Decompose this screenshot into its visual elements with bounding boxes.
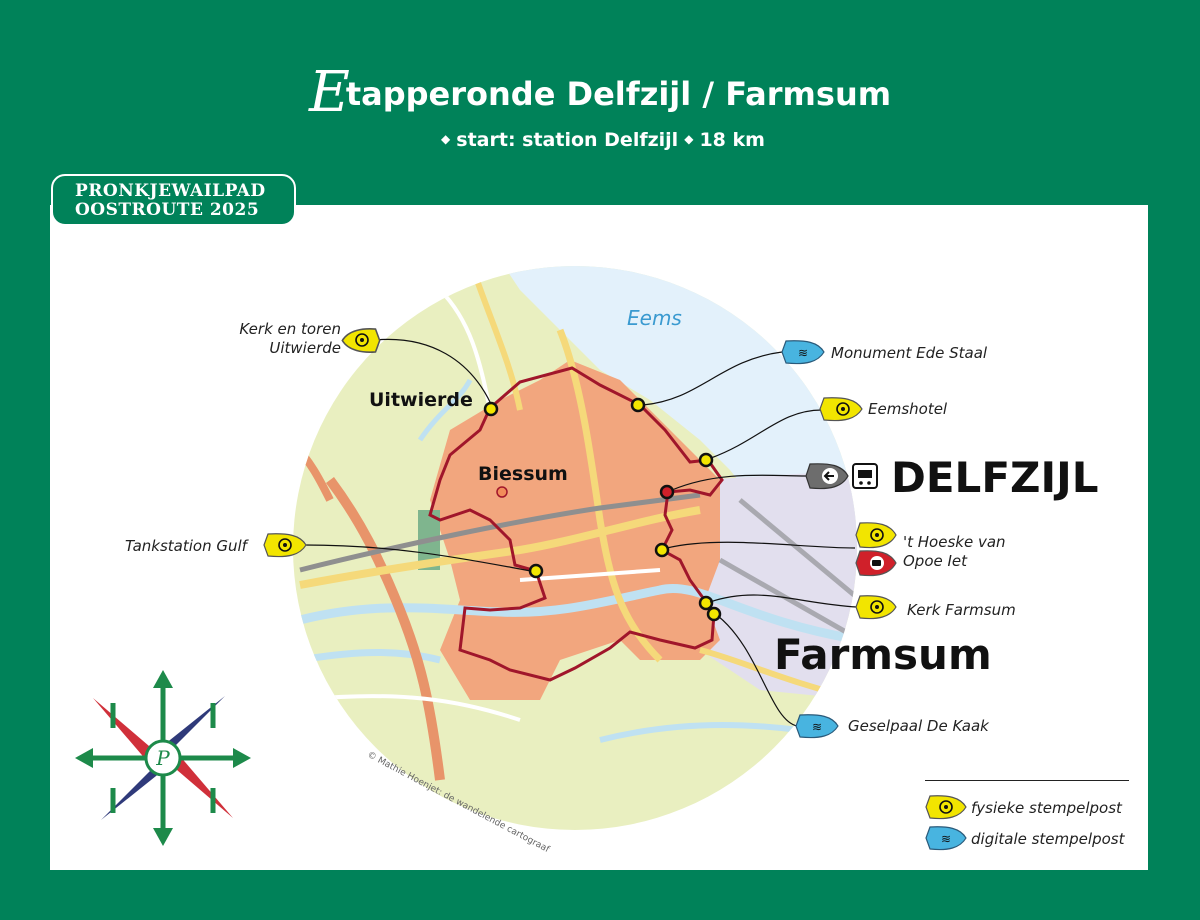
road bbox=[556, 328, 663, 663]
diamond-icon: ◆ bbox=[441, 132, 451, 146]
stamp-dot bbox=[706, 606, 722, 622]
poi-label-eemshotel: Eemshotel bbox=[868, 400, 948, 418]
stamp-dot bbox=[483, 401, 499, 417]
poi-label-geselpaal: Geselpaal De Kaak bbox=[848, 717, 989, 735]
poi-label-kerk-uitwierde: Kerk en toren Uitwierde bbox=[239, 320, 341, 357]
wifi-icon: ≋ bbox=[941, 832, 951, 846]
poi-pin-eemshotel[interactable] bbox=[819, 397, 863, 422]
stamp-dot bbox=[654, 542, 670, 558]
road bbox=[299, 506, 701, 589]
minor-road bbox=[519, 568, 661, 582]
legend-pin-digitaal: ≋ bbox=[925, 826, 967, 851]
harbour-track bbox=[738, 498, 857, 602]
poi-label-hoeske: 't Hoeske van Opoe Iet bbox=[903, 533, 1006, 570]
poi-pin-kerk-uitwierde[interactable] bbox=[341, 328, 381, 353]
eye-icon bbox=[355, 333, 369, 347]
canal bbox=[299, 649, 441, 664]
water-label: Eems bbox=[627, 306, 682, 330]
title-text: tapperonde Delfzijl / Farmsum bbox=[345, 75, 892, 113]
start-dot bbox=[659, 484, 675, 500]
panel-notch bbox=[50, 226, 90, 256]
banner-line1: PRONKJEWAILPAD bbox=[75, 181, 266, 201]
stamp-dot bbox=[698, 595, 714, 611]
banner-line2: OOSTROUTE 2025 bbox=[75, 200, 260, 220]
main-road bbox=[325, 477, 445, 781]
title-initial: E bbox=[308, 60, 350, 125]
poi-pin-tankstation[interactable] bbox=[263, 533, 307, 558]
route-banner: PRONKJEWAILPAD OOSTROUTE 2025 bbox=[51, 174, 296, 226]
poi-pin-hoeske[interactable] bbox=[855, 522, 897, 577]
wifi-icon: ≋ bbox=[798, 346, 808, 360]
leader-lines bbox=[304, 338, 858, 727]
town-farmsum: Farmsum bbox=[774, 630, 992, 679]
poi-pin-monument[interactable]: ≋ bbox=[781, 340, 825, 365]
legend-pin-fysiek bbox=[925, 795, 967, 820]
stamp-dot bbox=[528, 563, 544, 579]
poi-label-kerk-farmsum: Kerk Farmsum bbox=[907, 601, 1016, 619]
eye-icon bbox=[870, 600, 884, 614]
page-subtitle: ◆ start: station Delfzijl ◆ 18 km bbox=[0, 129, 1200, 151]
poi-pin-geselpaal[interactable]: ≋ bbox=[795, 714, 839, 739]
stamp-dot bbox=[698, 452, 714, 468]
biessum-marker bbox=[496, 486, 508, 498]
start-text: start: station Delfzijl bbox=[456, 129, 679, 151]
diamond-icon: ◆ bbox=[684, 132, 694, 146]
legend-divider bbox=[925, 780, 1129, 781]
eye-icon bbox=[939, 800, 953, 814]
harbour-track bbox=[718, 557, 857, 643]
legend-digitaal: digitale stempelpost bbox=[971, 830, 1125, 848]
eye-icon bbox=[870, 528, 884, 542]
compass-rose-icon: P bbox=[75, 670, 251, 846]
town-delfzijl: DELFZIJL bbox=[891, 453, 1099, 502]
town-biessum: Biessum bbox=[478, 463, 568, 485]
eye-icon bbox=[836, 402, 850, 416]
railway bbox=[299, 492, 701, 573]
poi-label-monument: Monument Ede Staal bbox=[831, 344, 988, 362]
stamp-dot bbox=[630, 397, 646, 413]
poi-label-tankstation: Tankstation Gulf bbox=[125, 537, 247, 555]
poi-pin-kerk-farmsum[interactable] bbox=[855, 595, 897, 620]
wifi-icon: ≋ bbox=[812, 720, 822, 734]
station-icons bbox=[805, 463, 878, 490]
svg-text:P: P bbox=[155, 746, 170, 770]
canal bbox=[417, 378, 473, 442]
town-uitwierde: Uitwierde bbox=[369, 389, 473, 411]
minor-road bbox=[438, 288, 492, 411]
map-circle bbox=[293, 266, 857, 830]
legend-fysiek: fysieke stempelpost bbox=[971, 799, 1122, 817]
page-title: Etapperonde Delfzijl / Farmsum bbox=[0, 60, 1200, 125]
eye-icon bbox=[278, 538, 292, 552]
distance-text: 18 km bbox=[699, 129, 765, 151]
